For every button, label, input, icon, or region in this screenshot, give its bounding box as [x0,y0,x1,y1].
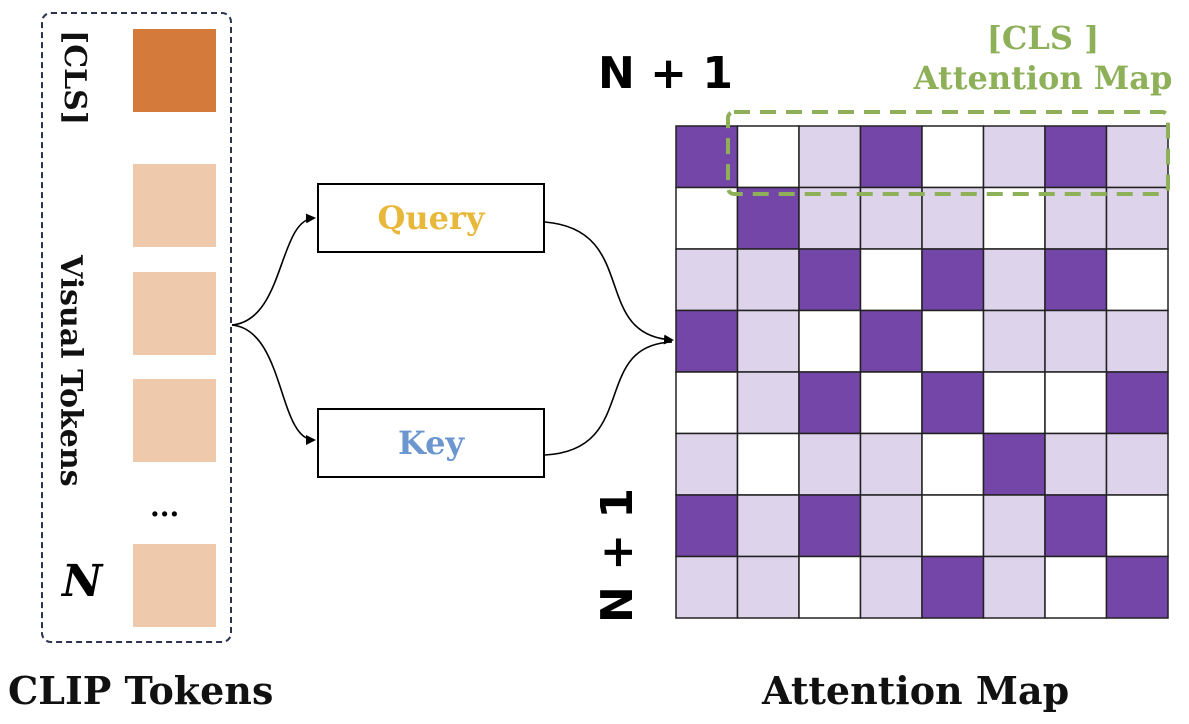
ellipsis: ... [150,490,180,523]
cls-attention-map-label-line2: Attention Map [913,59,1173,97]
cls-token [133,29,216,112]
attention-cell [675,186,739,250]
arrow-to-key [231,324,316,445]
attention-cell [736,432,800,496]
arrow-key-to-map [544,341,673,456]
visual-token [133,379,216,462]
attention-cell [736,494,800,558]
arrow-to-query [231,213,316,326]
attention-cell [921,432,985,496]
attention-cell [736,186,800,250]
attention-cell [859,186,923,250]
attention-cell [675,432,739,496]
clip-tokens-caption: CLIP Tokens [8,668,274,713]
attention-cell [675,494,739,558]
attention-cell [859,432,923,496]
attention-cell [1044,125,1108,189]
attention-cell [859,125,923,189]
attention-cell [982,125,1046,189]
attention-cell [982,371,1046,435]
visual-token [133,544,216,627]
attention-cell [982,309,1046,373]
attention-cell [675,248,739,312]
attention-cell [1105,186,1169,250]
attention-cell [1105,371,1169,435]
attention-cell [736,125,800,189]
arrow-query-to-map [544,221,674,345]
clip-token-group [41,12,232,643]
attention-cell [921,371,985,435]
attention-cell [798,555,862,619]
cls-token-label: [CLS] [57,30,92,126]
attention-cell [921,555,985,619]
attention-cell [982,432,1046,496]
attention-cell [1105,555,1169,619]
attention-cell [798,309,862,373]
attention-cell [921,125,985,189]
cls-attention-map-label-line1: [CLS ] [986,19,1100,57]
attention-cell [736,371,800,435]
attention-cell [1044,371,1108,435]
attention-cell [1105,494,1169,558]
attention-cell [798,432,862,496]
key-label: Key [397,424,465,462]
attention-cell [1044,186,1108,250]
attention-cell [1105,125,1169,189]
cls-row-highlight [726,110,1170,196]
attention-cell [982,248,1046,312]
attention-cell [982,494,1046,558]
attention-cell [736,555,800,619]
attention-cell [921,494,985,558]
query-box: Query [317,183,545,253]
attention-cell [675,371,739,435]
attention-cell [798,248,862,312]
attention-cell [859,371,923,435]
attention-cell [921,309,985,373]
attention-cell [1044,309,1108,373]
attention-cell [1044,555,1108,619]
attention-cell [798,186,862,250]
attention-cell [798,125,862,189]
attention-cell [1044,432,1108,496]
attention-cell [982,186,1046,250]
attention-cell [675,555,739,619]
attention-cell [1105,248,1169,312]
visual-tokens-label: Visual Tokens [53,255,88,487]
attention-cell [798,494,862,558]
attention-cell [1105,309,1169,373]
query-label: Query [377,199,485,237]
attention-cell [859,494,923,558]
key-box: Key [317,408,545,478]
visual-token [133,164,216,247]
attention-cell [736,309,800,373]
attention-cell [1044,494,1108,558]
attention-cell [736,248,800,312]
token-count-label: N [62,556,103,607]
map-size-label-top: N + 1 [598,48,733,99]
attention-cell [859,248,923,312]
visual-token [133,272,216,355]
cls-attention-map-label: [CLS ] Attention Map [908,18,1178,98]
attention-cell [982,555,1046,619]
attention-cell [921,186,985,250]
attention-cell [675,309,739,373]
map-size-label-left: N + 1 [592,488,643,623]
attention-cell [1105,432,1169,496]
attention-cell [798,371,862,435]
attention-cell [859,309,923,373]
attention-cell [921,248,985,312]
attention-cell [1044,248,1108,312]
attention-map-caption: Attention Map [762,668,1070,713]
attention-cell [859,555,923,619]
